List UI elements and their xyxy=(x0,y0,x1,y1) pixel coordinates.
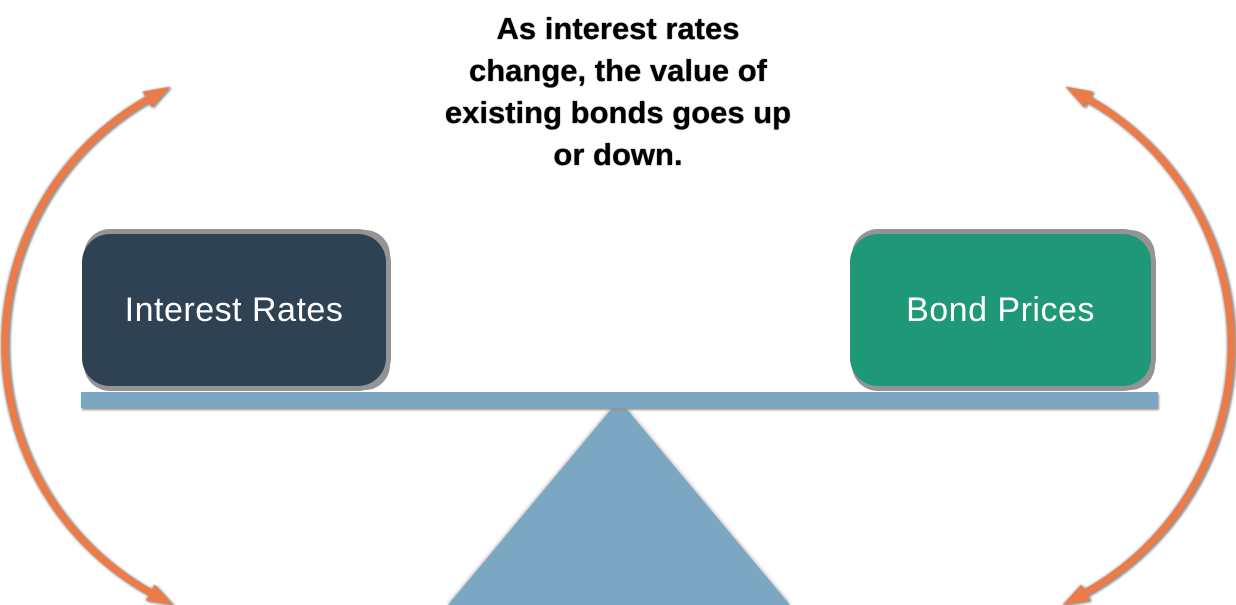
caption-line-2: change, the value of xyxy=(468,53,768,88)
bond-prices-label: Bond Prices xyxy=(906,290,1095,329)
caption-line-4: or down. xyxy=(553,137,683,172)
caption-line-3: existing bonds goes up xyxy=(444,95,792,130)
curved-double-arrow-right-icon xyxy=(1062,86,1235,605)
caption: As interest rates change, the value of e… xyxy=(445,8,791,176)
seesaw-beam-icon xyxy=(81,392,1158,408)
curved-double-arrow-left-icon xyxy=(1,86,174,605)
interest-rates-label: Interest Rates xyxy=(124,290,344,329)
caption-line-1: As interest rates xyxy=(496,11,740,46)
interest-rates-box: Interest Rates xyxy=(82,234,386,386)
seesaw-fulcrum-triangle-icon xyxy=(448,400,790,605)
bond-prices-box: Bond Prices xyxy=(850,234,1151,386)
